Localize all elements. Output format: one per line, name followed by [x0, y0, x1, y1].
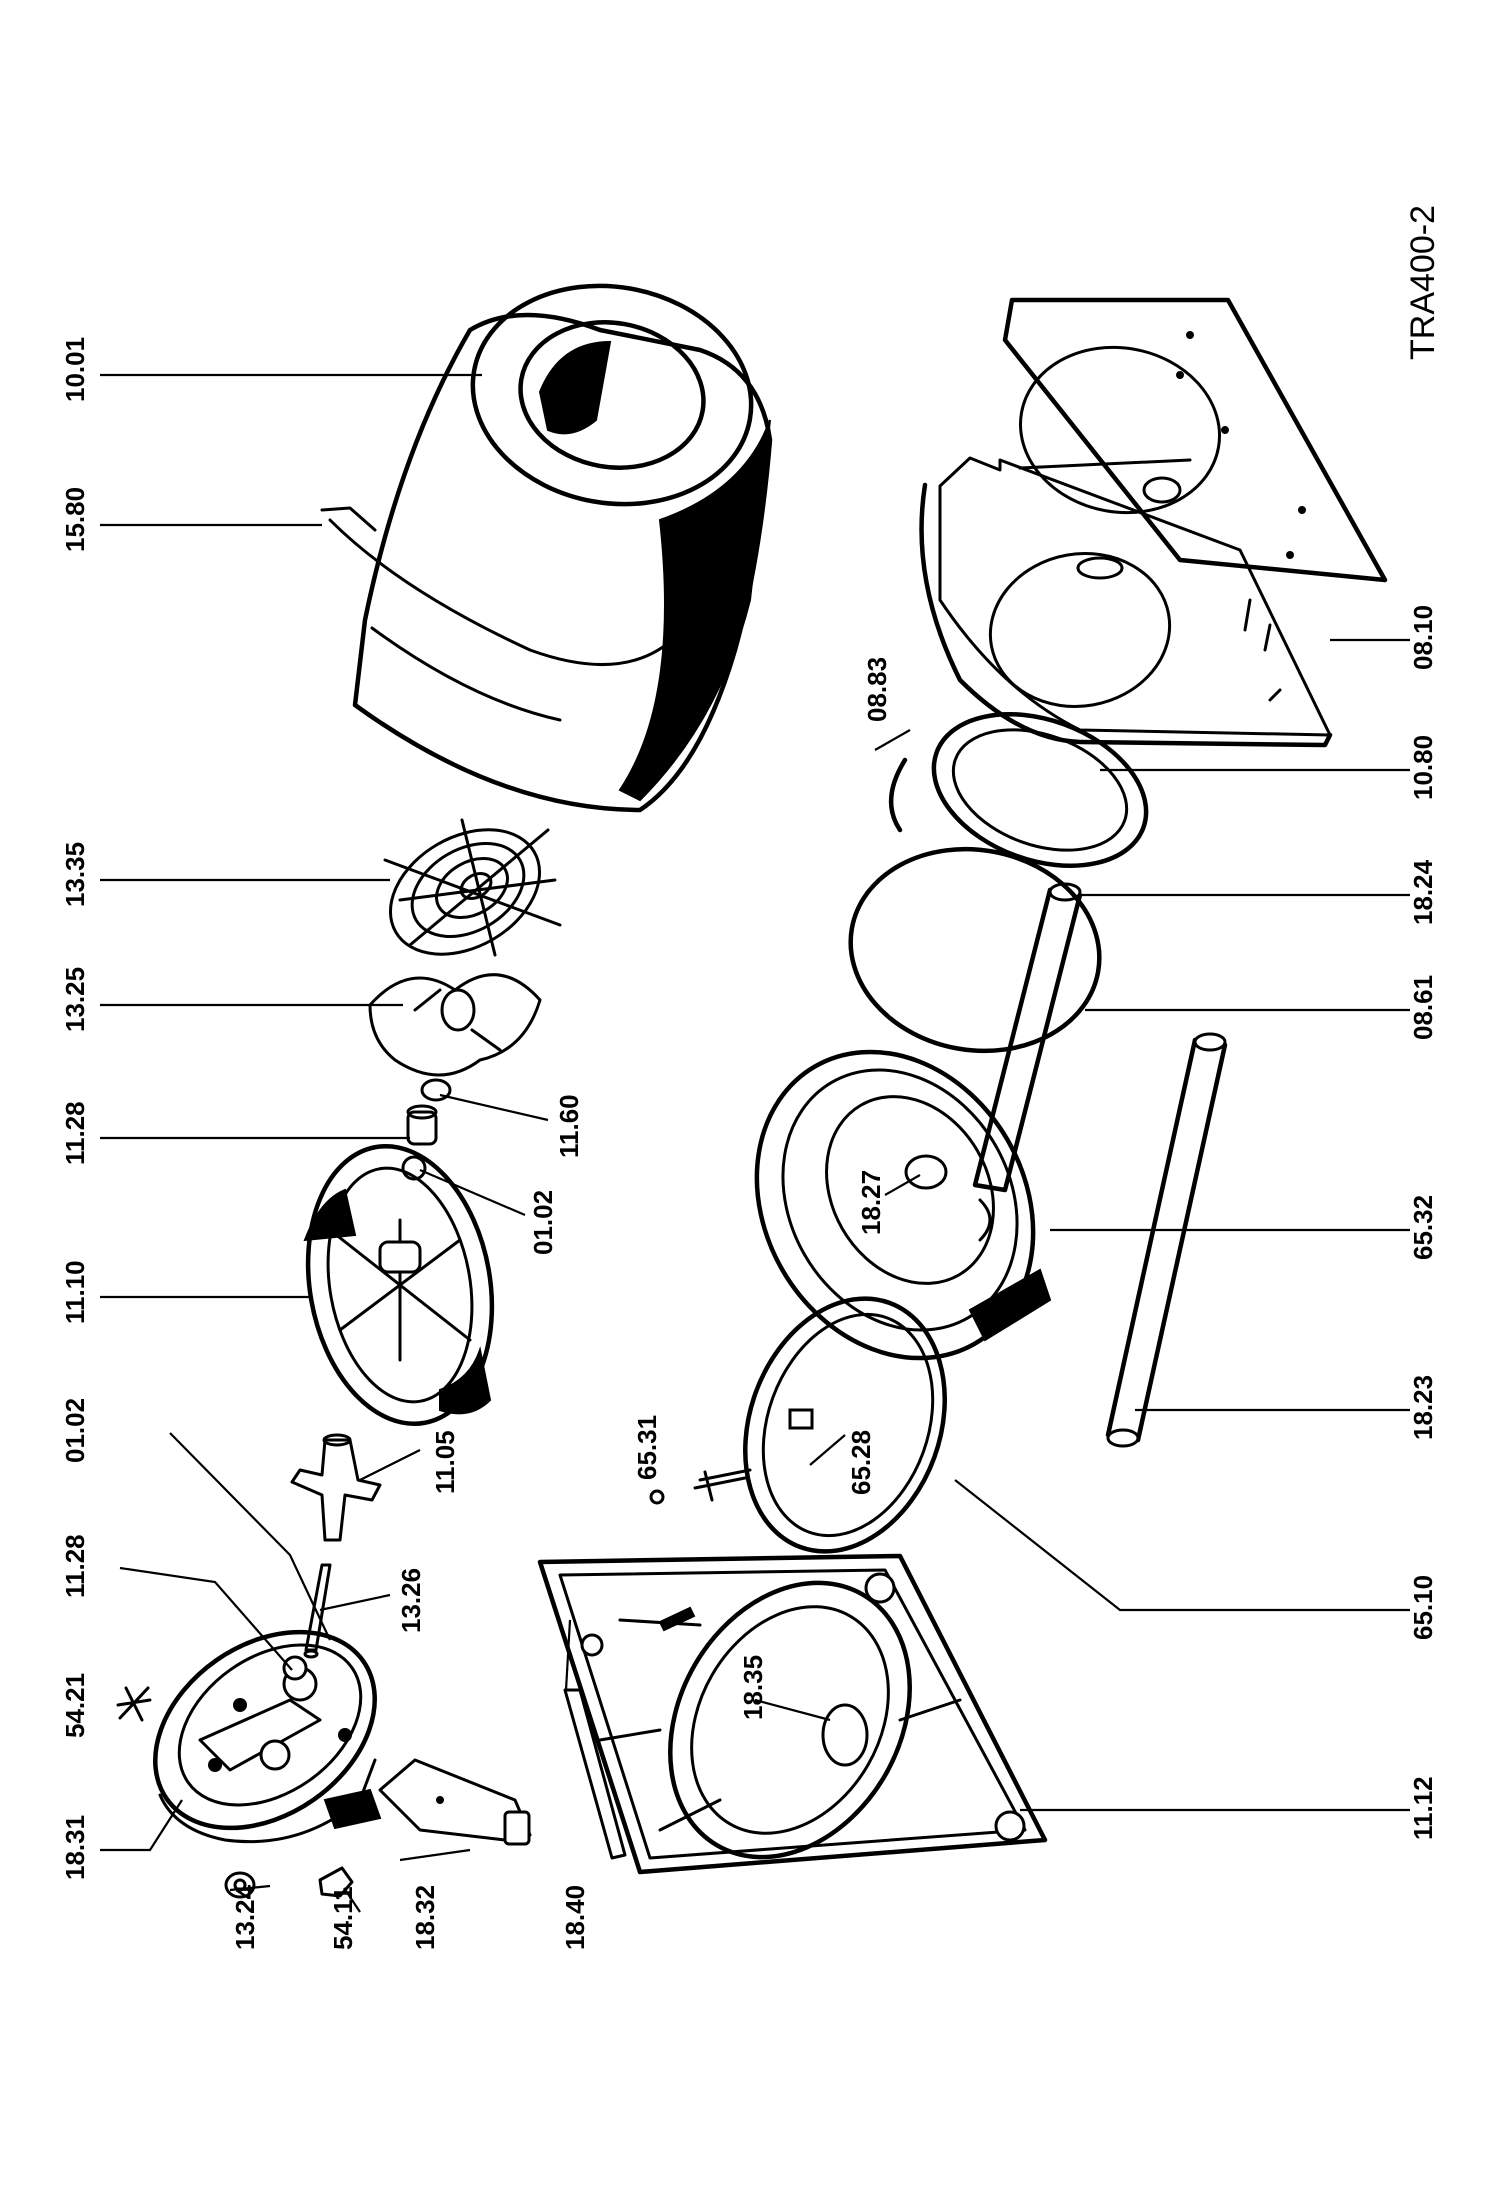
label-11-28-lower: 11.28 [60, 1534, 90, 1598]
label-18-24: 18.24 [1408, 859, 1438, 925]
rod-lower [1105, 1032, 1228, 1448]
bushing-upper [401, 1104, 438, 1181]
base-plate [537, 1553, 1048, 1875]
drawing-reference: TRA400-2 [1404, 205, 1442, 360]
label-01-02-upper: 01.02 [528, 1190, 558, 1255]
label-18-40: 18.40 [560, 1885, 590, 1950]
leader-lines [100, 373, 1410, 1913]
label-08-61: 08.61 [1408, 975, 1438, 1040]
label-15-80: 15.80 [60, 487, 90, 552]
front-plate [919, 297, 1388, 748]
small-parts [116, 1686, 354, 1899]
drum-assembly [320, 283, 773, 813]
label-18-35: 18.35 [738, 1655, 768, 1720]
label-18-27: 18.27 [856, 1170, 886, 1235]
rail [563, 1688, 627, 1860]
ring-11-60 [420, 1078, 452, 1102]
fan-housing [303, 1143, 495, 1427]
shaft-assembly [290, 1433, 382, 1659]
label-54-11: 54.11 [328, 1886, 358, 1950]
label-11-28-upper: 11.28 [60, 1101, 90, 1165]
label-65-28: 65.28 [846, 1430, 876, 1495]
label-18-23: 18.23 [1408, 1375, 1438, 1440]
electrical-cover [649, 1296, 947, 1554]
gasket [931, 711, 1149, 869]
fan-guard [383, 818, 562, 957]
label-10-80: 10.80 [1408, 735, 1438, 800]
label-65-32: 65.32 [1408, 1195, 1438, 1260]
motor-base [153, 1629, 382, 1844]
seal-ring [848, 846, 1102, 1054]
label-01-02-lower: 01.02 [60, 1398, 90, 1463]
label-65-10: 65.10 [1408, 1575, 1438, 1640]
label-11-05: 11.05 [430, 1430, 460, 1494]
label-18-31: 18.31 [60, 1815, 90, 1880]
label-11-60: 11.60 [554, 1094, 584, 1158]
impeller [368, 973, 542, 1077]
label-11-12: 11.12 [1408, 1776, 1438, 1840]
clamp [888, 757, 908, 833]
label-08-83: 08.83 [862, 657, 892, 722]
rod-upper [972, 882, 1083, 1193]
label-13-35: 13.35 [60, 842, 90, 907]
part-labels: 10.01 15.80 13.35 13.25 11.28 11.60 01.0… [60, 205, 1442, 1950]
flange [754, 1049, 1052, 1361]
bracket [378, 1758, 532, 1846]
label-08-10: 08.10 [1408, 605, 1438, 670]
label-10-01: 10.01 [60, 337, 90, 402]
label-13-26: 13.26 [396, 1568, 426, 1633]
label-11-10: 11.10 [60, 1260, 90, 1324]
label-65-31: 65.31 [632, 1415, 662, 1480]
label-54-21: 54.21 [60, 1673, 90, 1738]
label-13-25: 13.25 [60, 967, 90, 1032]
label-18-32: 18.32 [410, 1885, 440, 1950]
label-13-24: 13.24 [230, 1884, 260, 1950]
